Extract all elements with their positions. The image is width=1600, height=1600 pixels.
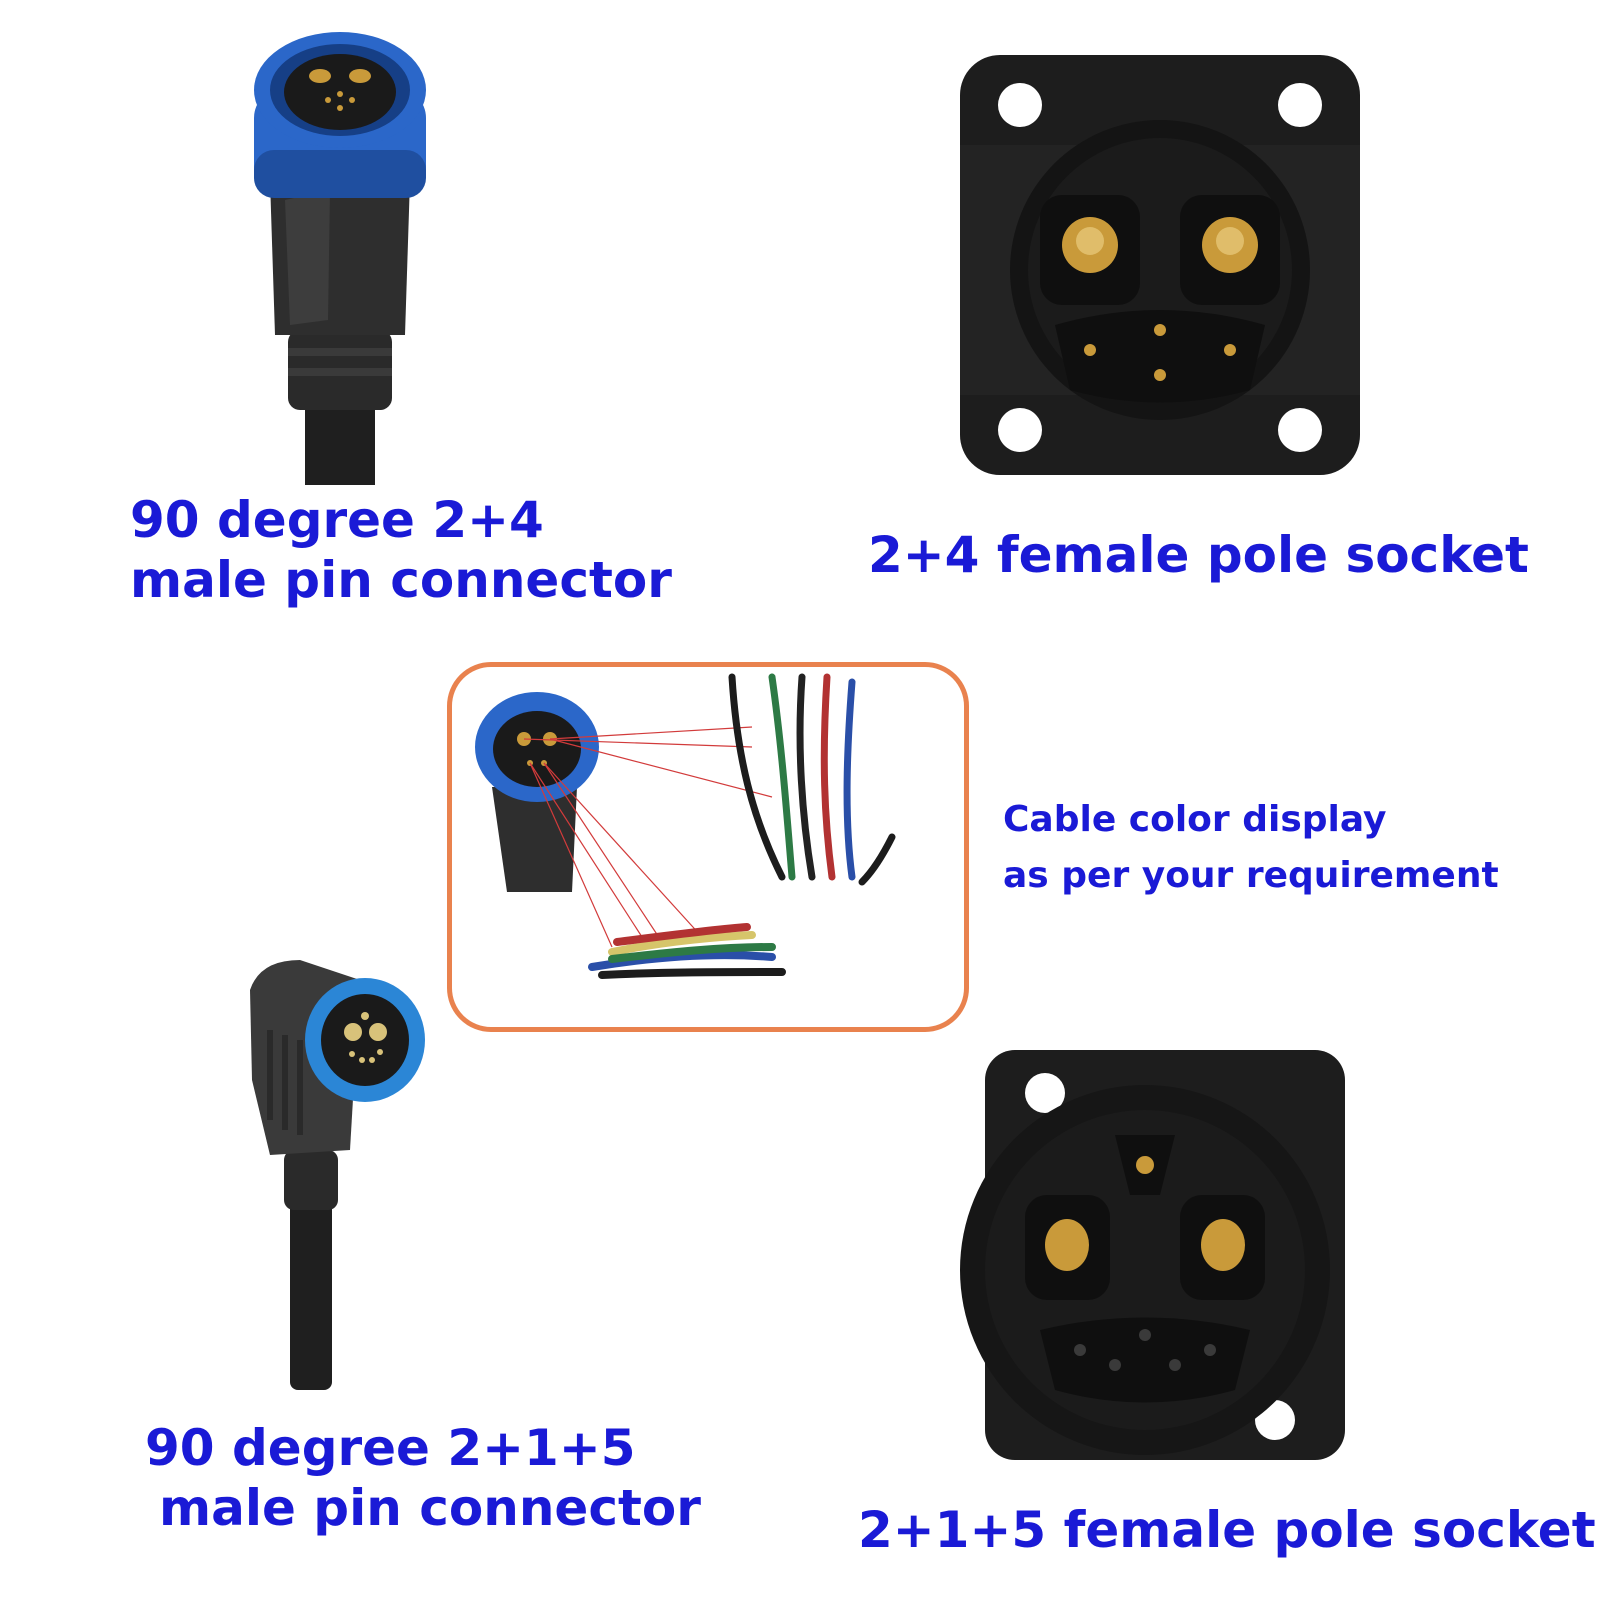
connector-2-4-title: 90 degree 2+4 male pin connector bbox=[130, 490, 672, 610]
connector-2-4-title-line1: 90 degree 2+4 bbox=[130, 491, 544, 549]
cable-note-line2: as per your requirement bbox=[1003, 854, 1499, 896]
connector-2-4-figure bbox=[240, 30, 440, 485]
socket-2-1-5-figure bbox=[955, 1045, 1355, 1465]
connector-2-4-icon bbox=[254, 32, 426, 485]
connector-2-4-title-line2: male pin connector bbox=[130, 551, 672, 609]
socket-2-4-icon bbox=[960, 55, 1360, 475]
socket-2-4-figure bbox=[950, 45, 1370, 485]
connector-2-1-5-title-line1: 90 degree 2+1+5 bbox=[145, 1419, 636, 1477]
socket-2-4-title: 2+4 female pole socket bbox=[868, 526, 1529, 584]
cable-note-line1: Cable color display bbox=[1003, 799, 1387, 840]
connector-2-1-5-title-line2: male pin connector bbox=[159, 1479, 701, 1537]
connector-2-1-5-figure bbox=[240, 950, 430, 1400]
socket-2-1-5-icon bbox=[960, 1050, 1345, 1460]
connector-2-1-5-icon bbox=[250, 960, 425, 1390]
cable-note: Cable color display as per your requirem… bbox=[1003, 792, 1499, 904]
wiring-inset bbox=[447, 662, 969, 1032]
connector-2-1-5-title: 90 degree 2+1+5 male pin connector bbox=[145, 1418, 701, 1538]
socket-2-1-5-title: 2+1+5 female pole socket bbox=[858, 1501, 1596, 1559]
wiring-diagram-icon bbox=[475, 673, 896, 979]
